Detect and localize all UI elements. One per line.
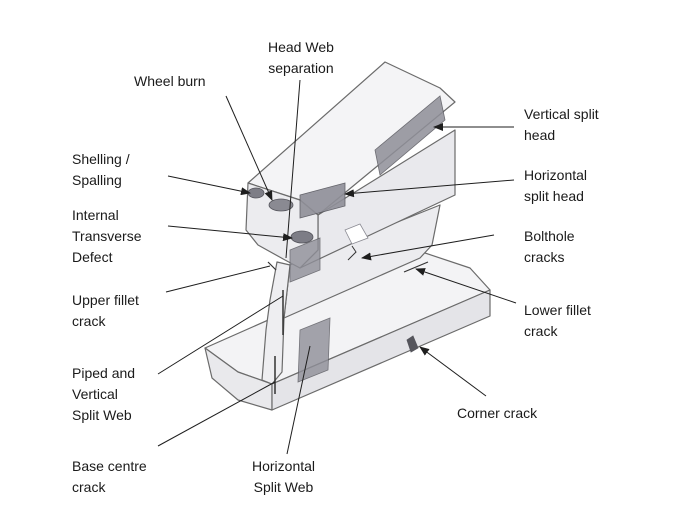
label-base-centre-crack: Base centre crack bbox=[72, 456, 147, 498]
label-line: Horizontal bbox=[524, 167, 588, 183]
leader-lines bbox=[157, 79, 517, 455]
label-horizontal-split-head: Horizontal split head bbox=[524, 165, 587, 207]
label-line: Lower fillet bbox=[524, 302, 591, 318]
leader-upper-fillet-crack bbox=[165, 265, 271, 293]
label-lower-fillet-crack: Lower fillet crack bbox=[524, 300, 591, 342]
leader-internal-transverse-defect bbox=[167, 225, 293, 242]
leader-lower-fillet-crack bbox=[415, 268, 517, 304]
label-line: Defect bbox=[72, 249, 113, 265]
leader-bolthole-cracks bbox=[361, 234, 495, 261]
head-web-separation-mark bbox=[289, 237, 321, 283]
label-line: crack bbox=[524, 323, 558, 339]
label-line: head bbox=[524, 127, 556, 143]
label-line: Wheel burn bbox=[134, 73, 206, 89]
wheel-burn-mark bbox=[268, 198, 294, 212]
leader-shelling-spalling bbox=[167, 175, 251, 196]
label-internal-transverse-defect: Internal Transverse Defect bbox=[72, 205, 142, 268]
horizontal-split-head-mark bbox=[299, 182, 346, 219]
label-line: Base centre bbox=[72, 458, 147, 474]
vertical-split-head-mark bbox=[374, 95, 446, 176]
label-line: crack bbox=[72, 313, 106, 329]
label-wheel-burn: Wheel burn bbox=[134, 71, 206, 92]
shelling-spalling-mark bbox=[247, 187, 265, 199]
label-line: Bolthole bbox=[524, 228, 575, 244]
leader-horizontal-split-head bbox=[344, 179, 515, 198]
label-line: cracks bbox=[524, 249, 565, 265]
corner-crack-mark bbox=[406, 335, 419, 353]
label-line: Shelling / bbox=[72, 151, 130, 167]
label-line: Corner crack bbox=[457, 405, 538, 421]
label-line: Horizontal bbox=[252, 458, 316, 474]
label-bolthole-cracks: Bolthole cracks bbox=[524, 226, 575, 268]
bolthole-crack-line bbox=[347, 245, 357, 261]
label-line: crack bbox=[72, 479, 106, 495]
label-corner-crack: Corner crack bbox=[457, 403, 537, 424]
label-line: Piped and bbox=[72, 365, 136, 381]
label-line: separation bbox=[268, 60, 334, 76]
label-vertical-split-head: Vertical split head bbox=[524, 104, 599, 146]
label-head-web-separation: Head Web separation bbox=[268, 37, 334, 79]
label-line: Spalling bbox=[72, 172, 122, 188]
label-line: Split Web bbox=[72, 407, 132, 423]
upper-fillet-crack-line bbox=[267, 261, 277, 271]
internal-transverse-defect-mark bbox=[290, 230, 314, 244]
label-line: Split Web bbox=[253, 479, 314, 495]
label-shelling-spalling: Shelling / Spalling bbox=[72, 149, 130, 191]
label-piped-vertical-split-web: Piped and Vertical Split Web bbox=[72, 363, 135, 426]
rail-body bbox=[204, 61, 491, 411]
label-line: Internal bbox=[72, 207, 119, 223]
label-line: Vertical bbox=[72, 386, 118, 402]
label-line: split head bbox=[524, 188, 584, 204]
leader-corner-crack bbox=[419, 346, 487, 397]
label-line: Transverse bbox=[72, 228, 142, 244]
label-line: Head Web bbox=[268, 39, 334, 55]
leader-horizontal-split-web bbox=[286, 345, 311, 455]
label-line: Upper fillet bbox=[72, 292, 139, 308]
label-line: Vertical split bbox=[524, 106, 599, 122]
lower-fillet-crack-line bbox=[403, 261, 429, 273]
bolthole-mark bbox=[344, 223, 369, 245]
leader-head-web-separation bbox=[285, 79, 301, 259]
leader-base-centre-crack bbox=[157, 381, 276, 447]
label-horizontal-split-web: Horizontal Split Web bbox=[252, 456, 315, 498]
label-upper-fillet-crack: Upper fillet crack bbox=[72, 290, 139, 332]
rail-foot-side bbox=[271, 289, 491, 411]
leader-wheel-burn bbox=[225, 95, 273, 201]
leader-piped-vertical-split-web bbox=[157, 295, 284, 375]
